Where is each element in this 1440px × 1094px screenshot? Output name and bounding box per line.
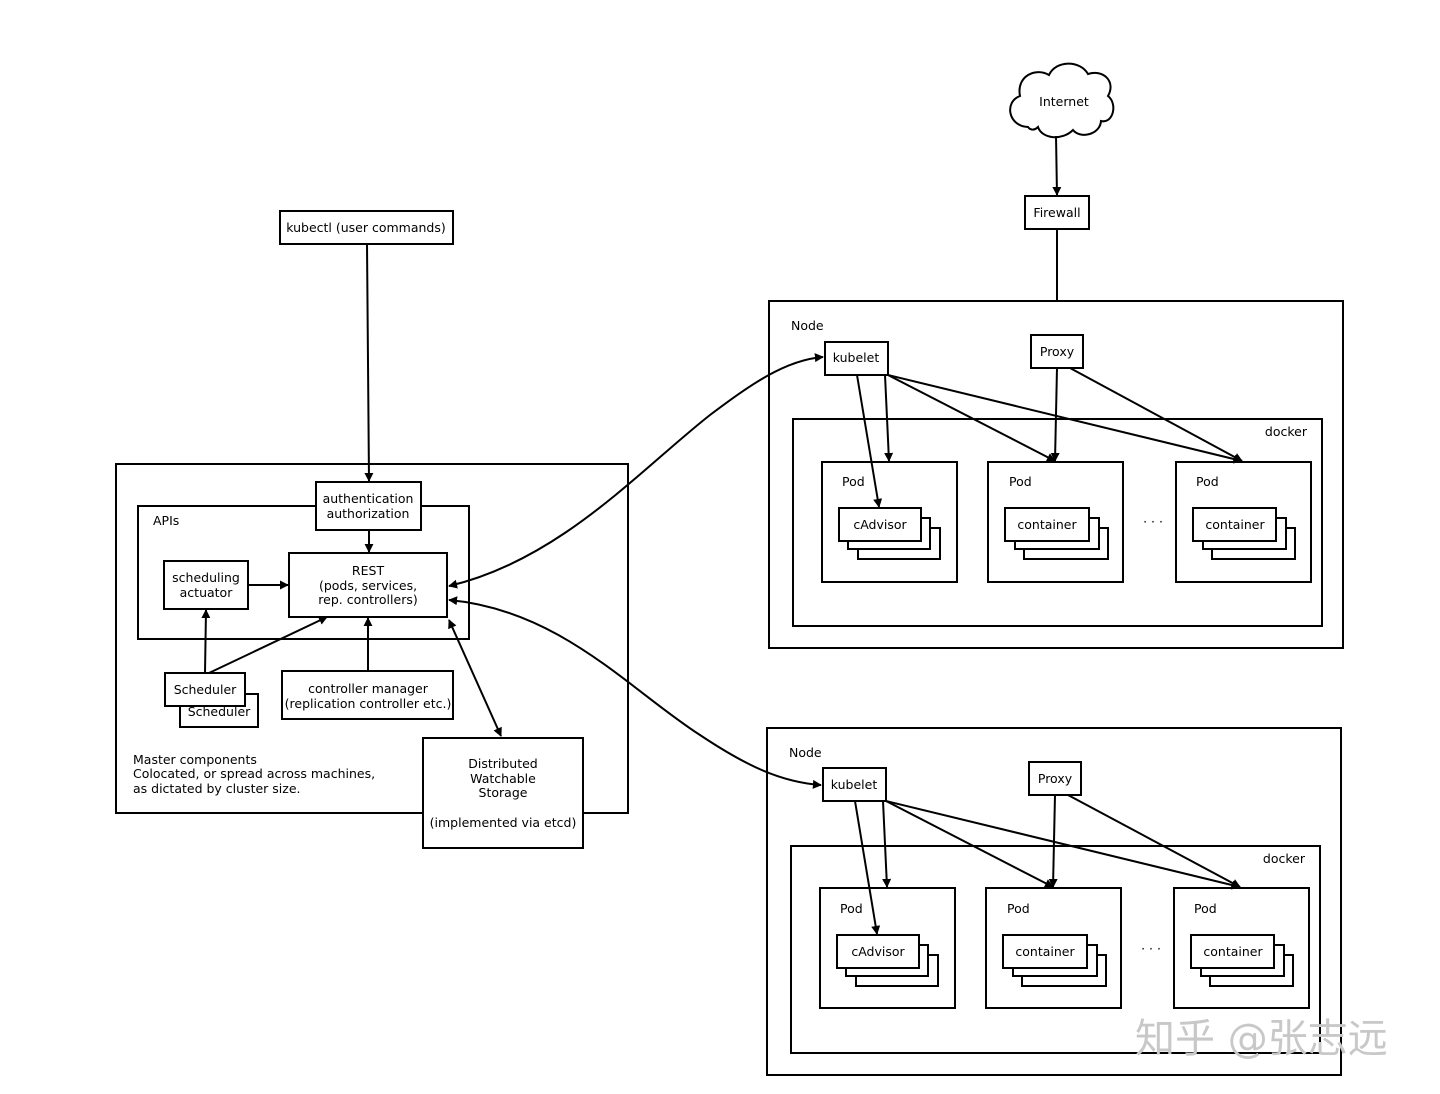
rest-line-2: (pods, services, — [319, 578, 417, 593]
pod-label: Pod — [1196, 474, 1219, 489]
kubelet-box — [822, 767, 887, 802]
storage-line-1: Distributed — [468, 756, 538, 771]
docker-label: docker — [1265, 424, 1308, 439]
kubelet-label: kubelet — [833, 350, 880, 365]
rest-line-3: rep. controllers) — [318, 592, 417, 607]
controller-manager-box — [281, 670, 454, 720]
edge-kubelet-cadvisor — [856, 374, 883, 508]
proxy-box — [1030, 334, 1084, 369]
scheduling-actuator-line-1: scheduling — [172, 570, 240, 585]
rest-line-1: REST — [352, 563, 385, 578]
watermark: 知乎 @张志远 — [1135, 1016, 1388, 1062]
storage-line-2: Watchable — [470, 771, 536, 786]
inner-label: container — [1017, 517, 1077, 532]
kubectl-box — [279, 210, 454, 245]
pod-label: Pod — [1009, 474, 1032, 489]
inner-box — [1190, 934, 1275, 969]
kubelet-label: kubelet — [831, 777, 878, 792]
master-caption-line-1: Master components — [133, 752, 257, 767]
edge-kubelet-pod3 — [887, 374, 1243, 464]
internet-label: Internet — [1039, 94, 1089, 109]
edge-internet-firewall — [1052, 135, 1062, 196]
edge-proxy-pod3 — [1067, 794, 1241, 888]
inner-box — [838, 507, 922, 542]
rest-box — [288, 552, 448, 618]
node-label: Node — [791, 318, 824, 333]
proxy-label: Proxy — [1038, 771, 1073, 786]
apis-label: APIs — [153, 513, 179, 528]
pod-label: Pod — [842, 474, 865, 489]
internet-cloud — [1009, 62, 1115, 139]
pod-label: Pod — [840, 901, 863, 916]
inner-label: container — [1015, 944, 1075, 959]
inner-label: container — [1205, 517, 1265, 532]
scheduler-box — [164, 672, 246, 707]
node-1: Node kubelet Proxy docker Pod cAdvisor P… — [768, 300, 1344, 649]
edge-kubelet-pod2 — [885, 800, 1054, 888]
inner-box — [1002, 934, 1088, 969]
edge-scheduler-actuator — [201, 609, 211, 674]
inner-label: container — [1203, 944, 1263, 959]
controller-manager-line-1: controller manager — [308, 681, 429, 696]
docker-label: docker — [1263, 851, 1306, 866]
master-caption-line-2: Colocated, or spread across machines, — [133, 766, 375, 781]
firewall-box — [1024, 195, 1090, 230]
node-label: Node — [789, 745, 822, 760]
scheduler-back-label: Scheduler — [188, 704, 251, 719]
pod-ellipsis: · · · — [1143, 514, 1163, 529]
edge-kubelet-cadvisor — [854, 800, 881, 935]
kubelet-box — [824, 341, 889, 376]
edge-kubectl-auth — [364, 243, 374, 482]
inner-label: cAdvisor — [851, 944, 905, 959]
auth-line-1: authentication — [323, 491, 414, 506]
storage-line-3: Storage — [479, 785, 528, 800]
storage-line-5: (implemented via etcd) — [430, 815, 577, 830]
kubectl-label: kubectl (user commands) — [286, 220, 446, 235]
edge-kubelet-pod1 — [884, 374, 894, 462]
pod-ellipsis: · · · — [1141, 941, 1161, 956]
pod-label: Pod — [1194, 901, 1217, 916]
inner-box — [1004, 507, 1090, 542]
edge-proxy-pod3 — [1069, 367, 1243, 462]
inner-box — [1192, 507, 1277, 542]
inner-box — [836, 934, 920, 969]
scheduling-actuator-line-2: actuator — [180, 585, 234, 600]
proxy-label: Proxy — [1040, 344, 1075, 359]
auth-line-2: authorization — [327, 506, 410, 521]
edge-kubelet-pod1 — [882, 800, 892, 888]
edge-proxy-pod2 — [1048, 794, 1058, 888]
controller-manager-line-2: (replication controller etc.) — [285, 696, 452, 711]
scheduler-label: Scheduler — [174, 682, 237, 697]
scheduling-actuator-box — [163, 560, 249, 610]
auth-box — [315, 481, 422, 531]
edge-kubelet-pod3 — [885, 800, 1241, 890]
edge-proxy-pod2 — [1050, 367, 1060, 462]
firewall-label: Firewall — [1033, 205, 1080, 220]
edge-scheduler-rest — [208, 616, 328, 674]
edge-rest-kubelet-node1 — [448, 353, 824, 589]
inner-label: cAdvisor — [853, 517, 907, 532]
edge-rest-kubelet-node2 — [448, 596, 822, 789]
pod-label: Pod — [1007, 901, 1030, 916]
edge-kubelet-pod2 — [887, 374, 1056, 462]
master-caption-line-3: as dictated by cluster size. — [133, 781, 301, 796]
